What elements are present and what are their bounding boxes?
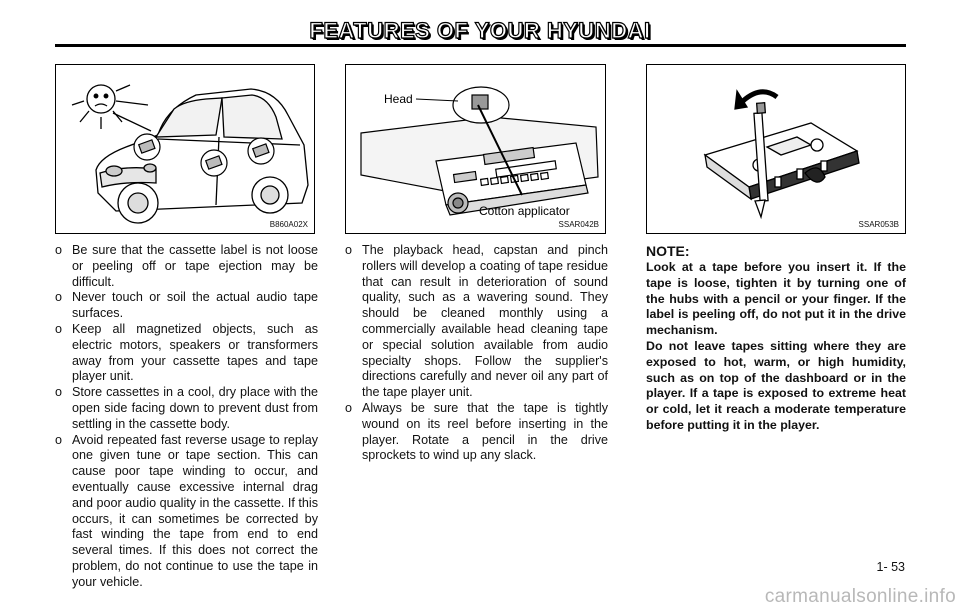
note-title: NOTE: [646, 243, 690, 259]
figure-cassette: SSAR053B [646, 64, 906, 234]
figure-tape-deck: Head Cotton applicator SSAR042B [345, 64, 606, 234]
head-label: Head [384, 92, 413, 106]
car-with-speakers-illustration [71, 84, 309, 224]
tape-deck-illustration: Head Cotton applicator [360, 86, 599, 218]
figure-car: B860A02X [55, 64, 315, 234]
figure-code: SSAR053B [858, 220, 899, 229]
note-paragraph: Do not leave tapes sitting where they ar… [646, 338, 906, 432]
page-number: 1- 53 [876, 560, 906, 574]
sun-face-icon [71, 84, 152, 132]
page-header: FEATURES OF YOUR HYUNDAI [309, 17, 651, 43]
note-paragraph: Look at a tape before you insert it. If … [646, 260, 906, 338]
figure-code: B860A02X [269, 220, 308, 229]
applicator-label: Cotton applicator [479, 204, 570, 218]
cassette-with-pencil-illustration [703, 89, 860, 220]
watermark: carmanualsonline.info [764, 586, 956, 607]
note-box: NOTE: Look at a tape before you insert i… [646, 243, 906, 434]
figure-code: SSAR042B [558, 220, 599, 229]
rotate-arrow-icon [734, 89, 749, 110]
header-rule [55, 44, 906, 47]
